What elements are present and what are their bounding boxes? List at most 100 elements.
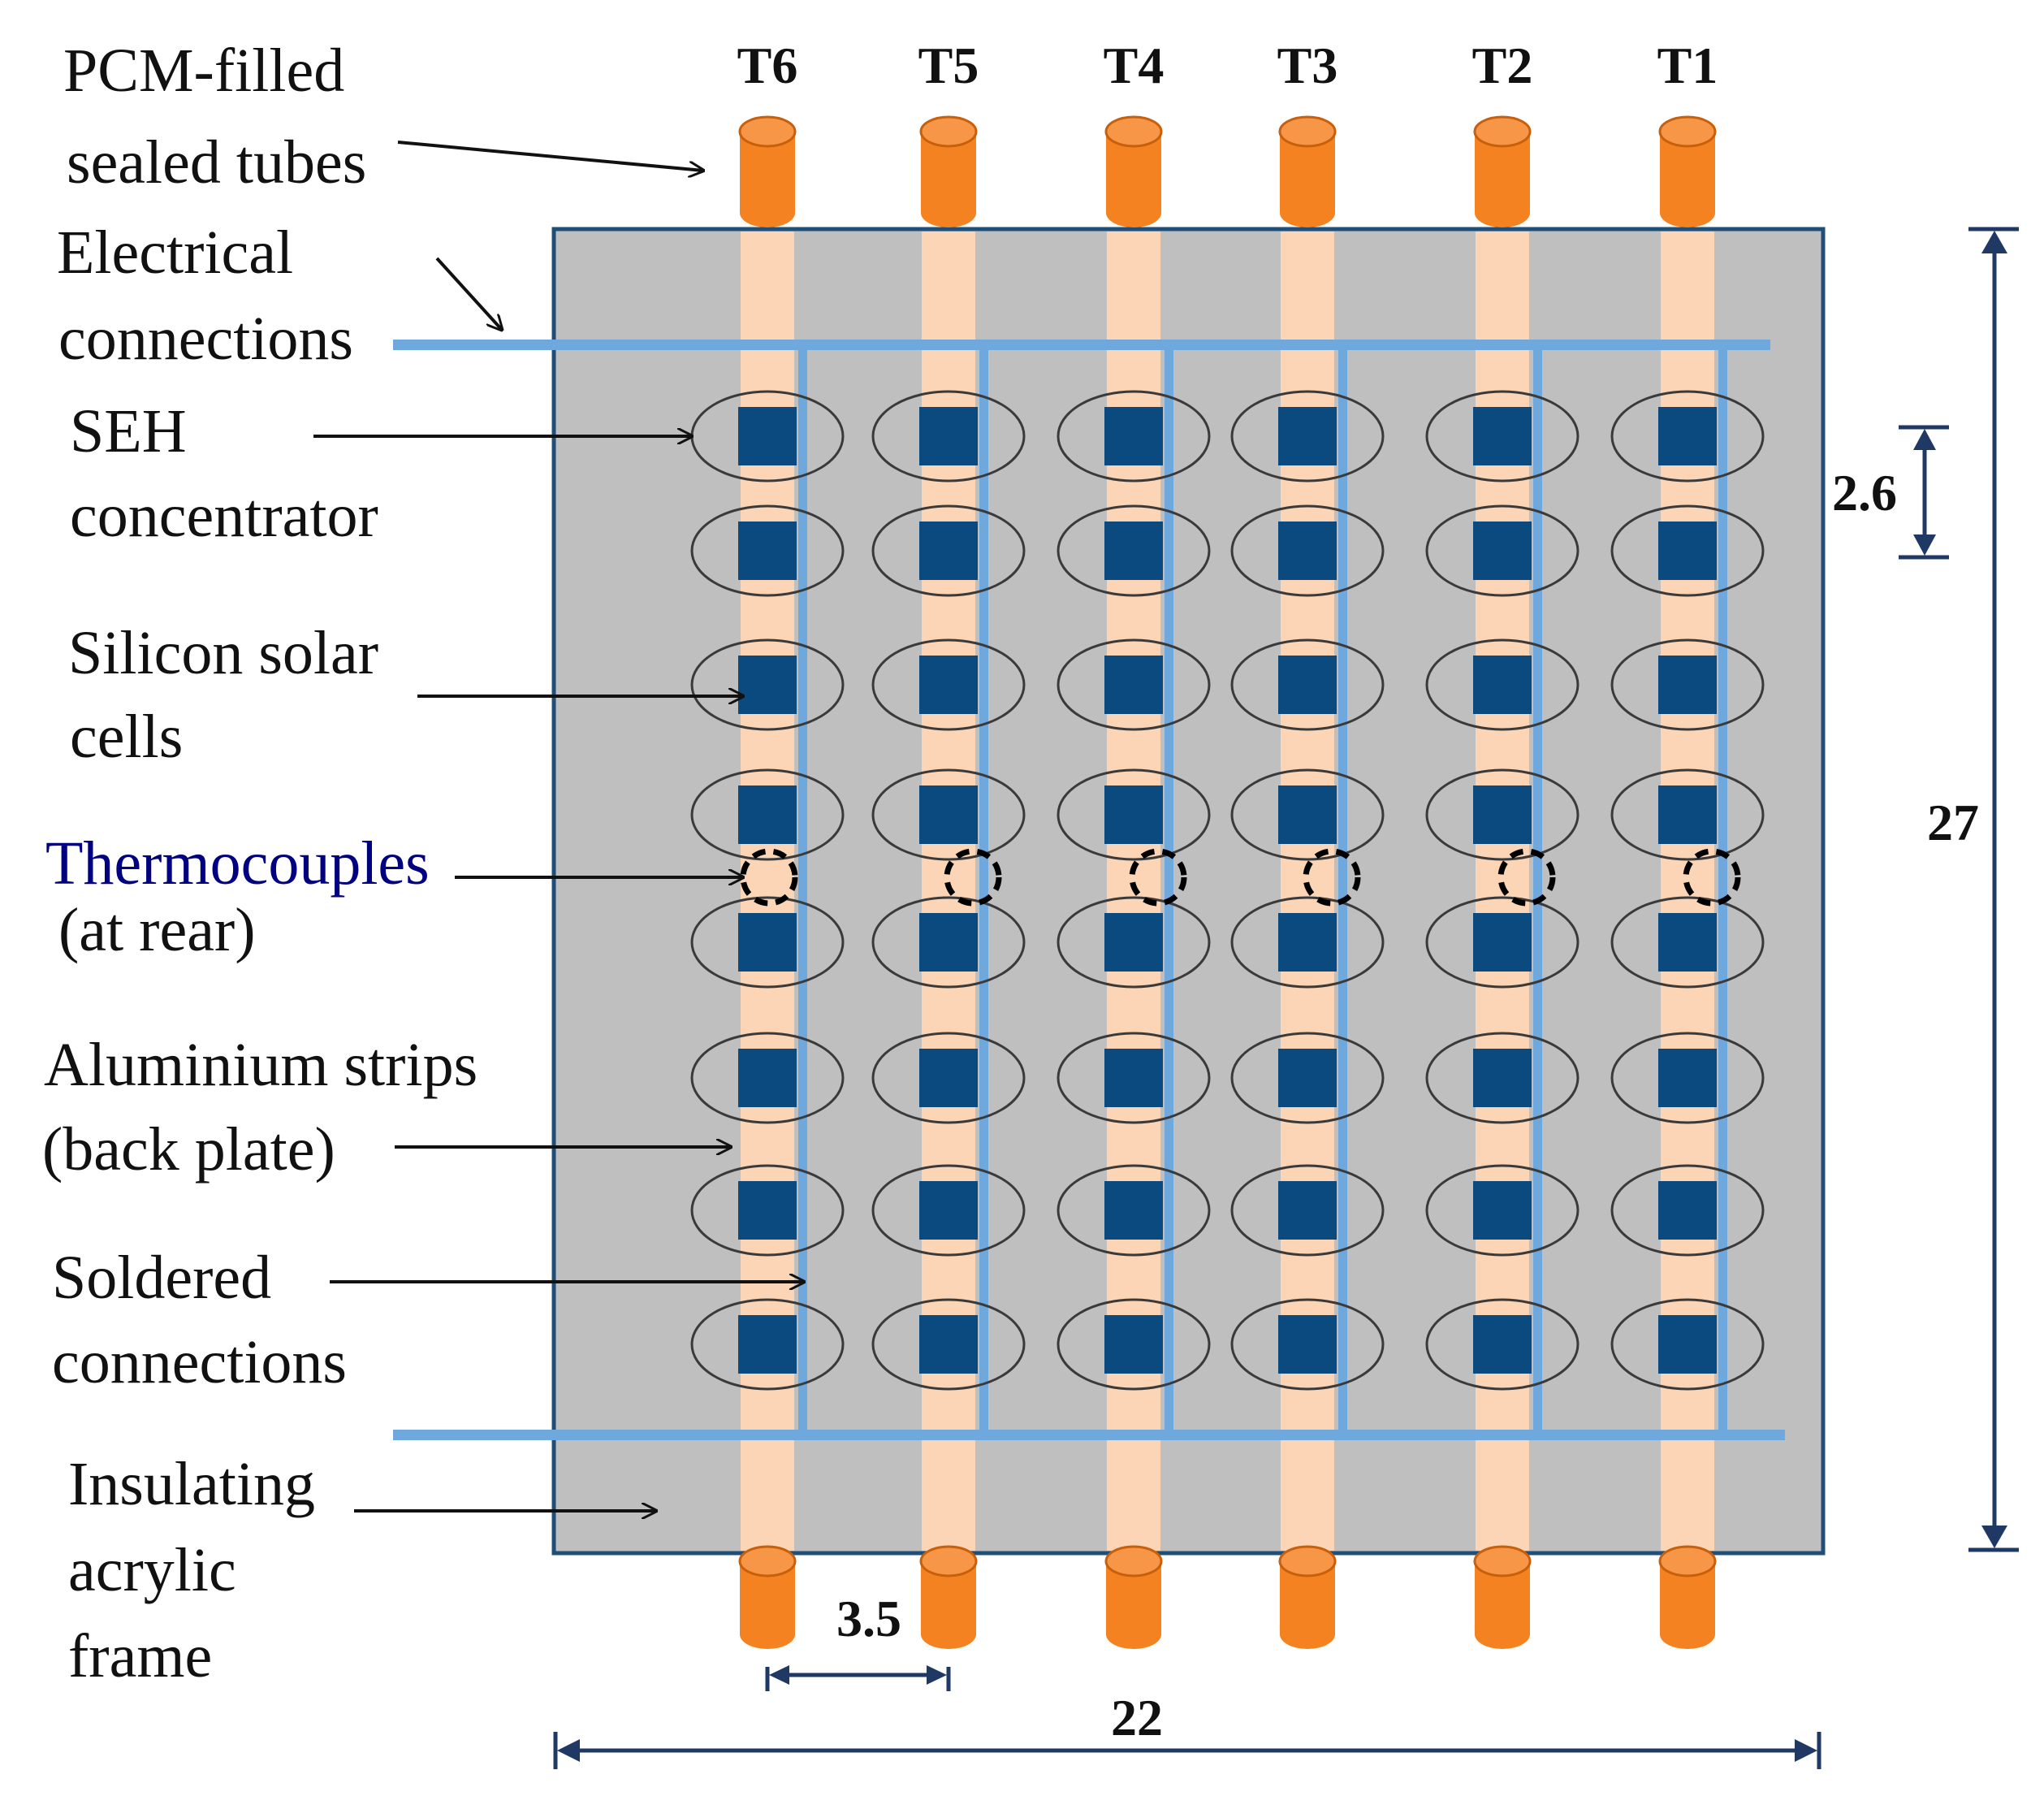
seh-concentrator xyxy=(1230,638,1385,731)
pcm-tube-top-5 xyxy=(1473,115,1532,227)
solar-cell xyxy=(1278,521,1337,580)
seh-concentrator xyxy=(1425,768,1579,861)
callout-frame-line2: acrylic xyxy=(68,1536,236,1604)
solar-cell xyxy=(1658,521,1717,580)
seh-concentrator xyxy=(871,638,1026,731)
callout-frame: Insulating acrylic frame xyxy=(68,1450,656,1690)
solar-cell xyxy=(1104,521,1163,580)
tube-top-cap xyxy=(738,115,797,148)
solar-cell xyxy=(1473,656,1532,714)
callout-frame-line1: Insulating xyxy=(68,1450,315,1518)
tube-top-cap xyxy=(1658,1545,1717,1577)
seh-concentrator xyxy=(1610,390,1765,483)
tube-bottom-cap xyxy=(1475,1620,1530,1649)
pcm-tube-bottom-2 xyxy=(919,1545,978,1649)
solar-cell xyxy=(1473,785,1532,844)
seh-concentrator xyxy=(1610,1164,1765,1257)
solar-cell xyxy=(738,407,797,465)
tube-label-t6: T6 xyxy=(737,37,798,94)
tube-top-cap xyxy=(919,1545,978,1577)
solar-cell-grid xyxy=(690,390,1765,1391)
tube-top-cap xyxy=(1104,115,1163,148)
callout-aluminium: Aluminium strips (back plate) xyxy=(42,1031,731,1184)
seh-concentrator xyxy=(1230,1164,1385,1257)
seh-concentrator xyxy=(1425,1164,1579,1257)
seh-concentrator xyxy=(1610,504,1765,597)
callout-silicon-line1: Silicon solar xyxy=(68,619,378,687)
dimension-pitch-arrow-top xyxy=(1913,429,1936,450)
pcm-tube-bottom-4 xyxy=(1278,1545,1337,1649)
tube-bottom-cap xyxy=(1280,198,1335,227)
callout-pcm-tubes: PCM-filled sealed tubes xyxy=(63,37,703,197)
seh-concentrator xyxy=(1610,1032,1765,1124)
dimension-spacing-arrow-left xyxy=(769,1665,789,1685)
dimension-pitch-arrow-bottom xyxy=(1913,534,1936,556)
solar-cell xyxy=(919,785,978,844)
tube-top-cap xyxy=(919,115,978,148)
dimension-pitch xyxy=(1899,425,1949,560)
seh-concentrator xyxy=(1425,638,1579,731)
dimension-width-arrow-right xyxy=(1795,1739,1817,1762)
solar-cell xyxy=(1658,913,1717,972)
seh-concentrator xyxy=(871,1164,1026,1257)
pcm-tubes xyxy=(738,115,1717,1649)
seh-concentrator xyxy=(1057,1298,1211,1391)
tube-label-t5: T5 xyxy=(918,37,979,94)
solar-cell xyxy=(1278,785,1337,844)
tube-labels: T6 T5 T4 T3 T2 T1 xyxy=(737,37,1718,94)
thermocouple-marker-5 xyxy=(1497,848,1556,907)
tube-top-cap xyxy=(1104,1545,1163,1577)
solar-cell xyxy=(919,407,978,465)
pcm-tube-top-6 xyxy=(1658,115,1717,227)
pcm-tube-top-1 xyxy=(738,115,797,227)
thermocouple-marker-6 xyxy=(1683,848,1741,907)
thermocouple-marker-4 xyxy=(1303,848,1361,907)
tube-bottom-cap xyxy=(740,1620,795,1649)
thermocouple-markers xyxy=(740,848,1741,907)
thermocouple-marker-3 xyxy=(1129,848,1187,907)
solar-cell xyxy=(1104,1181,1163,1240)
tube-bottom-cap xyxy=(1280,1620,1335,1649)
solar-cell xyxy=(1658,1049,1717,1107)
callout-soldered: Soldered connections xyxy=(52,1244,804,1396)
tube-top-cap xyxy=(1278,115,1337,148)
seh-concentrator xyxy=(1610,1298,1765,1391)
seh-concentrator xyxy=(1057,390,1211,483)
tube-bottom-cap xyxy=(921,1620,976,1649)
dimension-height xyxy=(1968,227,2019,1552)
seh-concentrator xyxy=(871,1298,1026,1391)
callout-electrical-line2: connections xyxy=(58,305,353,373)
tube-top-cap xyxy=(1473,1545,1532,1577)
electrical-bus-bottom xyxy=(393,1430,1785,1440)
tube-top-cap xyxy=(1658,115,1717,148)
electrical-connector-6 xyxy=(1718,346,1727,1435)
solar-cell xyxy=(919,656,978,714)
callout-silicon: Silicon solar cells xyxy=(68,619,743,771)
tube-bottom-cap xyxy=(1660,198,1715,227)
seh-concentrator xyxy=(690,896,845,989)
dimension-width-arrow-left xyxy=(557,1739,580,1762)
solar-cell xyxy=(1278,913,1337,972)
tube-top-cap xyxy=(738,1545,797,1577)
seh-concentrator xyxy=(1425,390,1579,483)
thermocouple-marker-1 xyxy=(740,848,798,907)
callout-electrical: Electrical connections xyxy=(57,219,502,373)
pcm-tube-bottom-3 xyxy=(1104,1545,1163,1649)
tube-bottom-cap xyxy=(1475,198,1530,227)
arrow-pcm-tubes xyxy=(397,141,703,171)
solar-cell xyxy=(1473,521,1532,580)
seh-concentrator xyxy=(1610,638,1765,731)
solar-cell xyxy=(919,913,978,972)
electrical-connector-5 xyxy=(1533,346,1542,1435)
seh-concentrator xyxy=(1057,638,1211,731)
dimension-spacing-label: 3.5 xyxy=(836,1590,901,1647)
solar-cell xyxy=(1473,1049,1532,1107)
solar-cell xyxy=(1104,1049,1163,1107)
seh-concentrator xyxy=(1230,390,1385,483)
solar-cell xyxy=(738,913,797,972)
callout-thermocouples-line1: Thermocouples xyxy=(45,829,430,898)
thermocouple-marker-2 xyxy=(944,848,1002,907)
solar-cell xyxy=(738,521,797,580)
pcm-tube-bottom-6 xyxy=(1658,1545,1717,1649)
